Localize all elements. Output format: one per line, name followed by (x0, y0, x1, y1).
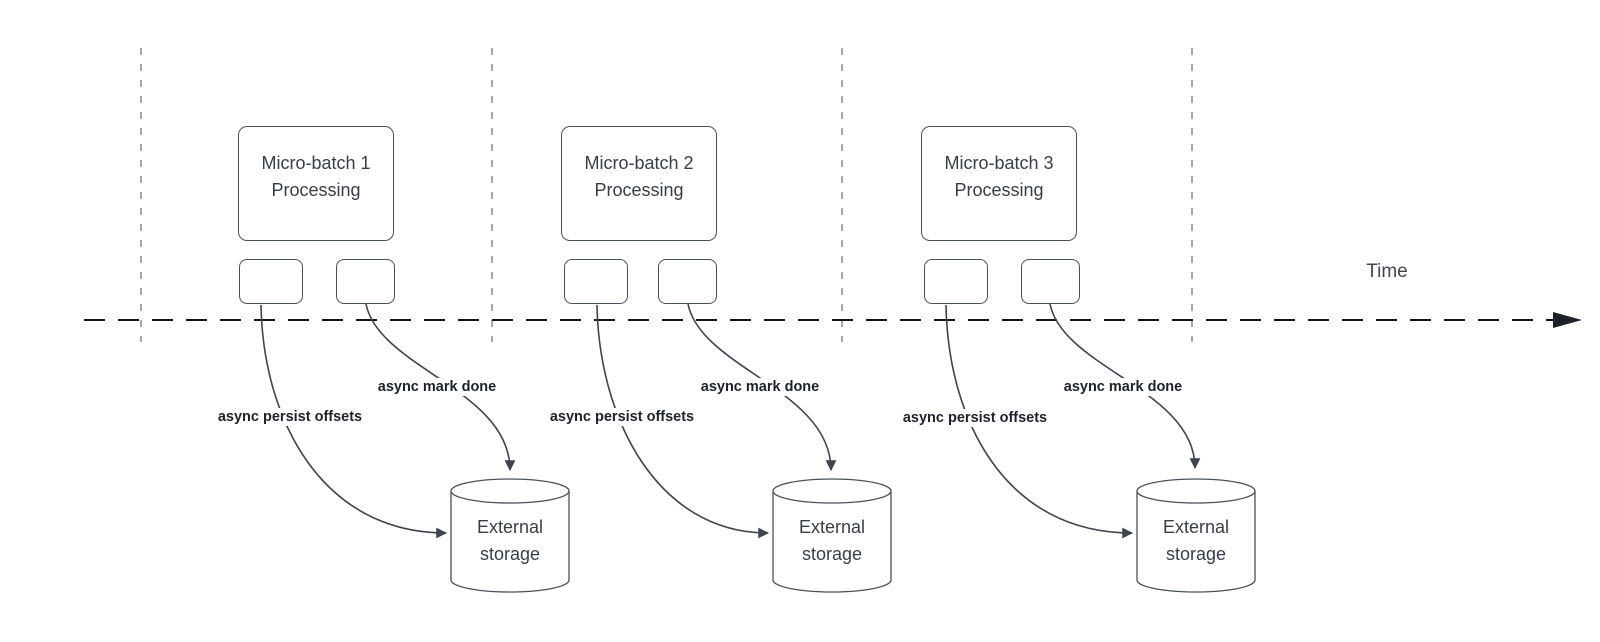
batch-3-external-storage-cylinder (1136, 478, 1256, 593)
time-axis-arrowhead (1553, 312, 1582, 328)
batch-2-external-storage-cylinder (772, 478, 892, 593)
batch-3-mark-done-task-box (1021, 259, 1080, 304)
batch-2-persist-task-box (564, 259, 628, 304)
batch-1-persist-offsets-label: async persist offsets (214, 408, 366, 426)
batch-2-persist-offsets-arrow (596, 304, 770, 539)
batch-1-external-storage-cylinder (450, 478, 570, 593)
batch-3-external-storage-label: External storage (1162, 517, 1230, 564)
micro-batch-2-processing-box: Micro-batch 2 Processing (561, 126, 717, 241)
batch-3-persist-offsets-label: async persist offsets (899, 409, 1051, 427)
batch-2-external-storage-label: External storage (798, 517, 866, 564)
batch-2-mark-done-task-box (658, 259, 717, 304)
batch-2-mark-done-label: async mark done (697, 378, 823, 396)
time-axis-label: Time (1366, 261, 1408, 282)
micro-batch-1-processing-box: Micro-batch 1 Processing (238, 126, 394, 241)
batch-1-mark-done-label: async mark done (374, 378, 500, 396)
batch-3-persist-task-box (924, 259, 988, 304)
batch-3-persist-offsets-arrow (945, 304, 1134, 539)
batch-1-persist-offsets-arrow (260, 304, 448, 539)
batch-1-external-storage-label: External storage (476, 517, 544, 564)
batch-1-persist-task-box (239, 259, 303, 304)
batch-1-mark-done-task-box (336, 259, 395, 304)
micro-batch-3-processing-box: Micro-batch 3 Processing (921, 126, 1077, 241)
batch-2-persist-offsets-label: async persist offsets (546, 408, 698, 426)
batch-3-mark-done-label: async mark done (1060, 378, 1186, 396)
